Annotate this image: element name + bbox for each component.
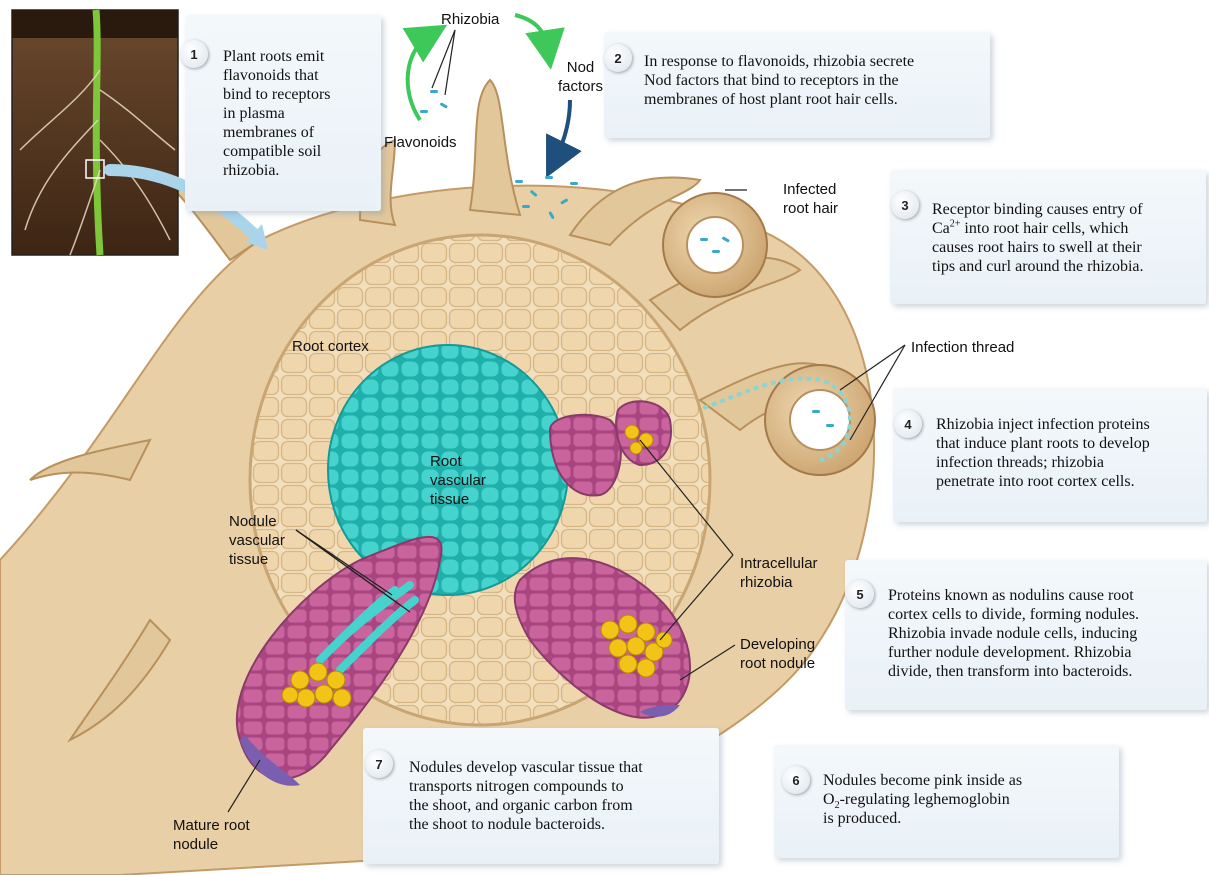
step-5-badge: 5 (846, 580, 874, 608)
step-3-text: Receptor binding causes entry of Ca2+ in… (932, 200, 1144, 276)
step-2-box: 2 In response to flavonoids, rhizobia se… (604, 32, 990, 138)
step-1-badge: 1 (180, 40, 208, 68)
label-root-vascular-tissue: Root vascular tissue (430, 452, 486, 509)
rhizobia-to-nod-arrow (515, 15, 548, 50)
label-nod-factors: Nod factors (558, 58, 603, 96)
step-3-box: 3 Receptor binding causes entry of Ca2+ … (890, 170, 1206, 304)
nod-factor-arrow (555, 100, 570, 160)
step-7-box: 7 Nodules develop vascular tissue that t… (363, 728, 719, 864)
label-rhizobia: Rhizobia (441, 10, 499, 29)
label-flavonoids: Flavonoids (384, 133, 457, 152)
step-2-text: In response to flavonoids, rhizobia secr… (644, 52, 914, 109)
step-4-box: 4 Rhizobia inject infection proteins tha… (893, 388, 1207, 522)
step-3-text-b: into root hair cells, which causes root … (932, 220, 1144, 275)
step-3-badge: 3 (891, 191, 919, 219)
step-7-text: Nodules develop vascular tissue that tra… (409, 758, 643, 834)
step-1-box: 1 Plant roots emit flavonoids that bind … (185, 15, 381, 211)
label-developing-root-nodule: Developing root nodule (740, 635, 815, 673)
step-6-badge: 6 (782, 766, 810, 794)
step-3-sup: 2+ (950, 219, 961, 230)
step-7-badge: 7 (365, 750, 393, 778)
label-mature-root-nodule: Mature root nodule (173, 816, 250, 854)
label-root-cortex: Root cortex (292, 337, 369, 356)
label-intracellular-rhizobia: Intracellular rhizobia (740, 554, 818, 592)
step-4-badge: 4 (894, 410, 922, 438)
step-5-text: Proteins known as nodulins cause root co… (888, 586, 1139, 681)
step-5-box: 5 Proteins known as nodulins cause root … (845, 560, 1207, 710)
label-nodule-vascular-tissue: Nodule vascular tissue (229, 512, 285, 569)
step-4-text: Rhizobia inject infection proteins that … (936, 415, 1150, 491)
flavonoid-arrow (408, 35, 430, 120)
label-infection-thread: Infection thread (911, 338, 1014, 357)
step-6-text: Nodules become pink inside as O2-regulat… (823, 771, 1022, 828)
step-1-text: Plant roots emit flavonoids that bind to… (223, 47, 331, 180)
label-infected-root-hair: Infected root hair (783, 180, 838, 218)
step-6-box: 6 Nodules become pink inside as O2-regul… (774, 745, 1119, 858)
step-6-text-b: -regulating leghemoglobin is produced. (823, 791, 1010, 827)
step-2-badge: 2 (604, 44, 632, 72)
soil-inset (12, 10, 178, 255)
